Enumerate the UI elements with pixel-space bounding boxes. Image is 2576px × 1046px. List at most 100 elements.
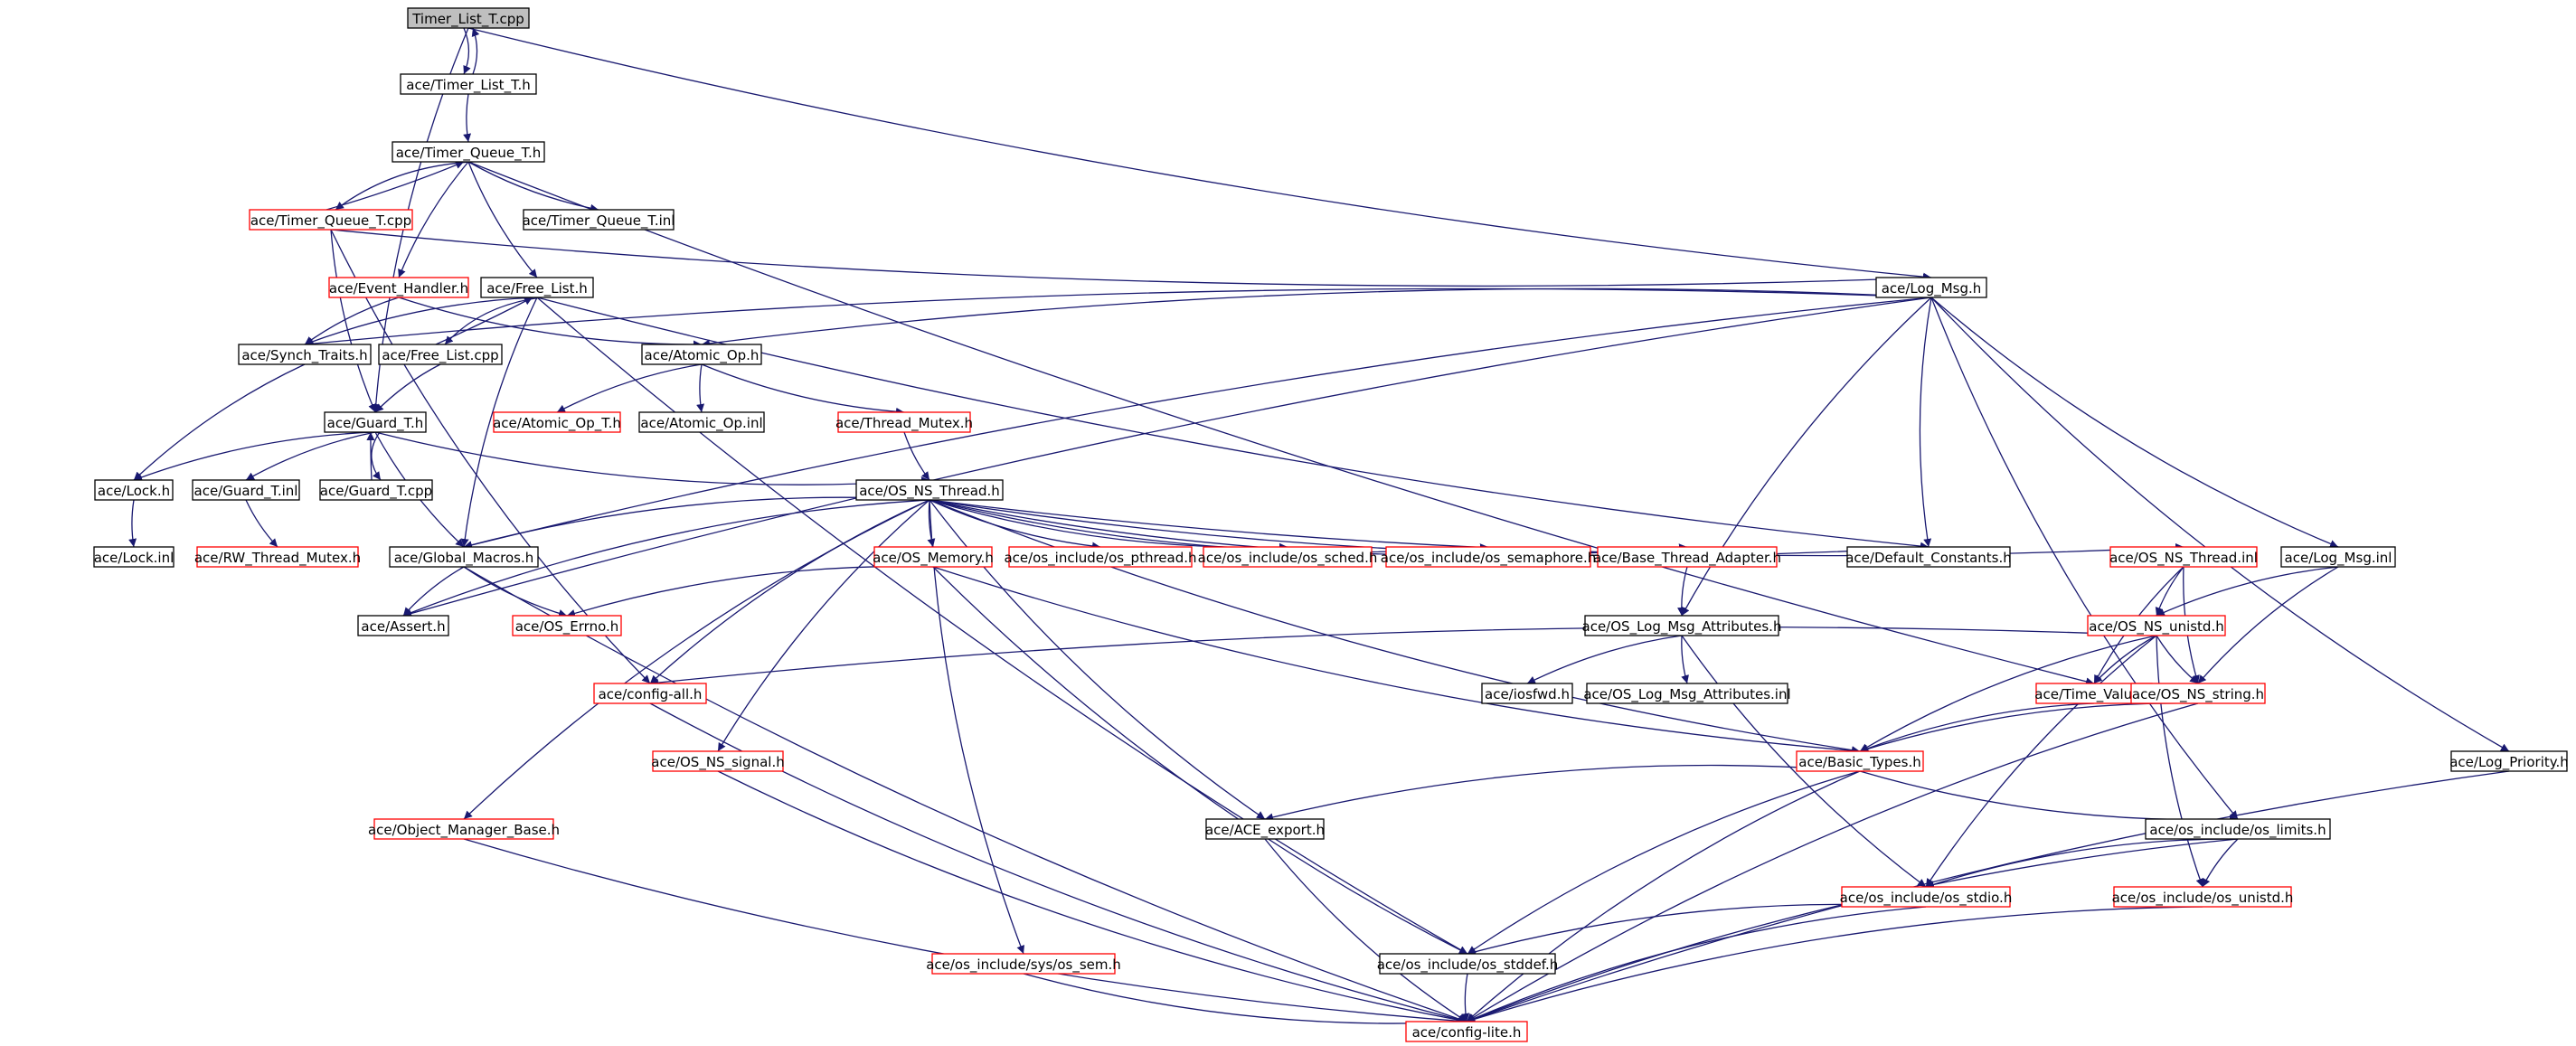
node-label: ace/Guard_T.cpp — [320, 483, 432, 500]
node-box — [1796, 750, 1924, 772]
node-box — [2130, 683, 2266, 704]
node-timer-list-t-cpp: Timer_List_T.cpp — [407, 7, 530, 29]
node-ace-export-h[interactable]: ace/ACE_export.h — [1205, 818, 1325, 840]
node-label: ace/Free_List.h — [486, 280, 588, 297]
node-label: ace/OS_NS_unistd.h — [2089, 618, 2223, 636]
node-timer-queue-t-inl[interactable]: ace/Timer_Queue_T.inl — [523, 209, 675, 231]
node-os-ns-unistd-h[interactable]: ace/OS_NS_unistd.h — [2087, 615, 2226, 636]
node-label: ace/os_include/os_limits.h — [2149, 822, 2326, 839]
node-box — [512, 615, 622, 636]
node-config-lite-h[interactable]: ace/config-lite.h — [1405, 1021, 1528, 1042]
edge-os_memory_h-to-os_stddef_h — [932, 566, 1468, 955]
node-atomic-op-h[interactable]: ace/Atomic_Op.h — [641, 344, 762, 365]
node-timer-list-t-h[interactable]: ace/Timer_List_T.h — [400, 73, 537, 95]
node-synch-traits-h[interactable]: ace/Synch_Traits.h — [238, 344, 372, 365]
edge-lock_h-to-lock_inl — [128, 499, 137, 548]
node-label: ace/Lock.inl — [94, 550, 175, 566]
node-os-sched-h[interactable]: ace/os_include/os_sched.h — [1198, 546, 1378, 568]
edge-timer_queue_t_h-to-timer_queue_t_cpp — [335, 161, 474, 211]
node-log-msg-h[interactable]: ace/Log_Msg.h — [1875, 277, 1987, 298]
edge-os_ns_thread_h-to-object_manager_base_h — [463, 499, 930, 820]
node-log-msg-inl[interactable]: ace/Log_Msg.inl — [2280, 546, 2396, 568]
node-os-ns-thread-h[interactable]: ace/OS_NS_Thread.h — [855, 479, 1004, 501]
node-os-ns-thread-inl[interactable]: ace/OS_NS_Thread.inl — [2109, 546, 2258, 568]
node-label: ace/config-all.h — [599, 686, 703, 702]
edge-timer_queue_t_cpp-to-timer_queue_t_h — [326, 161, 465, 211]
edge-timer_queue_t_h-to-time_value_h — [467, 161, 2095, 686]
node-lock-inl[interactable]: ace/Lock.inl — [93, 546, 175, 568]
node-label: ace/Guard_T.inl — [194, 483, 298, 500]
node-box — [238, 344, 372, 365]
node-label: ace/Synch_Traits.h — [241, 347, 367, 364]
node-event-handler-h[interactable]: ace/Event_Handler.h — [328, 277, 469, 298]
node-os-sem-h[interactable]: ace/os_include/sys/os_sem.h — [926, 953, 1121, 975]
edge-log_msg_h-to-log_priority_h — [1930, 297, 2510, 752]
edge-guard_t_inl-to-rw_thread_mutex_h — [245, 499, 278, 548]
node-box — [249, 209, 413, 231]
node-label: ace/Atomic_Op.h — [645, 347, 760, 364]
node-assert-h[interactable]: ace/Assert.h — [357, 615, 449, 636]
node-global-macros-h[interactable]: ace/Global_Macros.h — [389, 546, 539, 568]
node-box — [2145, 818, 2331, 840]
node-os-log-msg-attributes-h[interactable]: ace/OS_Log_Msg_Attributes.h — [1582, 615, 1782, 636]
node-box — [1586, 683, 1788, 704]
node-free-list-h[interactable]: ace/Free_List.h — [480, 277, 594, 298]
node-config-all-h[interactable]: ace/config-all.h — [593, 683, 707, 704]
node-rw-thread-mutex-h[interactable]: ace/RW_Thread_Mutex.h — [194, 546, 361, 568]
edge-event_handler_h-to-atomic_op_h — [398, 297, 703, 349]
node-timer-queue-t-cpp[interactable]: ace/Timer_Queue_T.cpp — [249, 209, 413, 231]
node-atomic-op-inl[interactable]: ace/Atomic_Op.inl — [638, 411, 765, 433]
node-os-limits-h[interactable]: ace/os_include/os_limits.h — [2145, 818, 2331, 840]
node-guard-t-h[interactable]: ace/Guard_T.h — [324, 411, 427, 433]
edge-global_macros_h-to-config_lite_h — [463, 566, 1467, 1023]
node-timer-queue-t-h[interactable]: ace/Timer_Queue_T.h — [392, 141, 545, 163]
node-os-ns-signal-h[interactable]: ace/OS_NS_signal.h — [651, 750, 785, 772]
node-object-manager-base-h[interactable]: ace/Object_Manager_Base.h — [368, 818, 560, 840]
node-os-stddef-h[interactable]: ace/os_include/os_stddef.h — [1377, 953, 1559, 975]
node-box — [2280, 546, 2396, 568]
node-os-pthread-h[interactable]: ace/os_include/os_pthread.h — [1004, 546, 1197, 568]
edge-log_msg_h-to-log_msg_inl — [1930, 297, 2339, 548]
edge-log_msg_h-to-default_constants_h — [1919, 297, 1932, 548]
node-basic-types-h[interactable]: ace/Basic_Types.h — [1796, 750, 1924, 772]
edge-os_ns_unistd_h-to-os_ns_string_h — [2156, 635, 2199, 684]
node-label: ace/os_include/os_pthread.h — [1004, 550, 1196, 567]
edge-os_ns_string_h-to-basic_types_h — [1859, 702, 2199, 753]
node-thread-mutex-h[interactable]: ace/Thread_Mutex.h — [835, 411, 973, 433]
node-default-constants-h[interactable]: ace/Default_Constants.h — [1845, 546, 2012, 568]
node-time-value-h[interactable]: ace/Time_Value.h — [2034, 683, 2154, 704]
edge-atomic_op_h-to-atomic_op_t_h — [556, 363, 703, 413]
node-os-semaphore-h[interactable]: ace/os_include/os_semaphore.h — [1381, 546, 1597, 568]
node-log-priority-h[interactable]: ace/Log_Priority.h — [2449, 750, 2569, 772]
edge-os_ns_thread_h-to-assert_h — [402, 499, 930, 617]
node-label: ace/os_include/sys/os_sem.h — [926, 956, 1121, 974]
node-lock-h[interactable]: ace/Lock.h — [94, 479, 174, 501]
node-os-stdio-h[interactable]: ace/os_include/os_stdio.h — [1840, 886, 2013, 908]
node-label: Timer_List_T.cpp — [411, 11, 524, 28]
node-os-ns-string-h[interactable]: ace/OS_NS_string.h — [2130, 683, 2266, 704]
node-atomic-op-t-h[interactable]: ace/Atomic_Op_T.h — [493, 411, 621, 433]
edge-base_thread_adapter_h-to-os_log_msg_attributes_h — [1677, 566, 1688, 617]
node-guard-t-inl[interactable]: ace/Guard_T.inl — [192, 479, 300, 501]
edge-free_list_cpp-to-guard_t_h — [374, 363, 441, 413]
node-os-errno-h[interactable]: ace/OS_Errno.h — [512, 615, 622, 636]
node-os-memory-h[interactable]: ace/OS_Memory.h — [873, 546, 994, 568]
node-box — [407, 7, 530, 29]
node-label: ace/Event_Handler.h — [329, 280, 468, 297]
node-base-thread-adapter-h[interactable]: ace/Base_Thread_Adapter.h — [1593, 546, 1781, 568]
node-box — [480, 277, 594, 298]
node-box — [1846, 546, 2011, 568]
node-label: ace/OS_Log_Msg_Attributes.h — [1582, 618, 1782, 636]
node-guard-t-cpp[interactable]: ace/Guard_T.cpp — [319, 479, 433, 501]
node-os-log-msg-attributes-inl[interactable]: ace/OS_Log_Msg_Attributes.inl — [1583, 683, 1791, 704]
node-iosfwd-h[interactable]: ace/iosfwd.h — [1481, 683, 1573, 704]
node-free-list-cpp[interactable]: ace/Free_List.cpp — [378, 344, 503, 365]
node-label: ace/Atomic_Op_T.h — [493, 415, 621, 432]
node-label: ace/Basic_Types.h — [1798, 754, 1920, 771]
node-label: ace/os_include/os_sched.h — [1198, 550, 1378, 567]
edge-guard_t_h-to-guard_t_inl — [245, 431, 376, 481]
node-os-unistd-h[interactable]: ace/os_include/os_unistd.h — [2112, 886, 2294, 908]
node-box — [378, 344, 503, 365]
node-box — [319, 479, 433, 501]
edge-os_ns_signal_h-to-config_lite_h — [717, 770, 1467, 1024]
